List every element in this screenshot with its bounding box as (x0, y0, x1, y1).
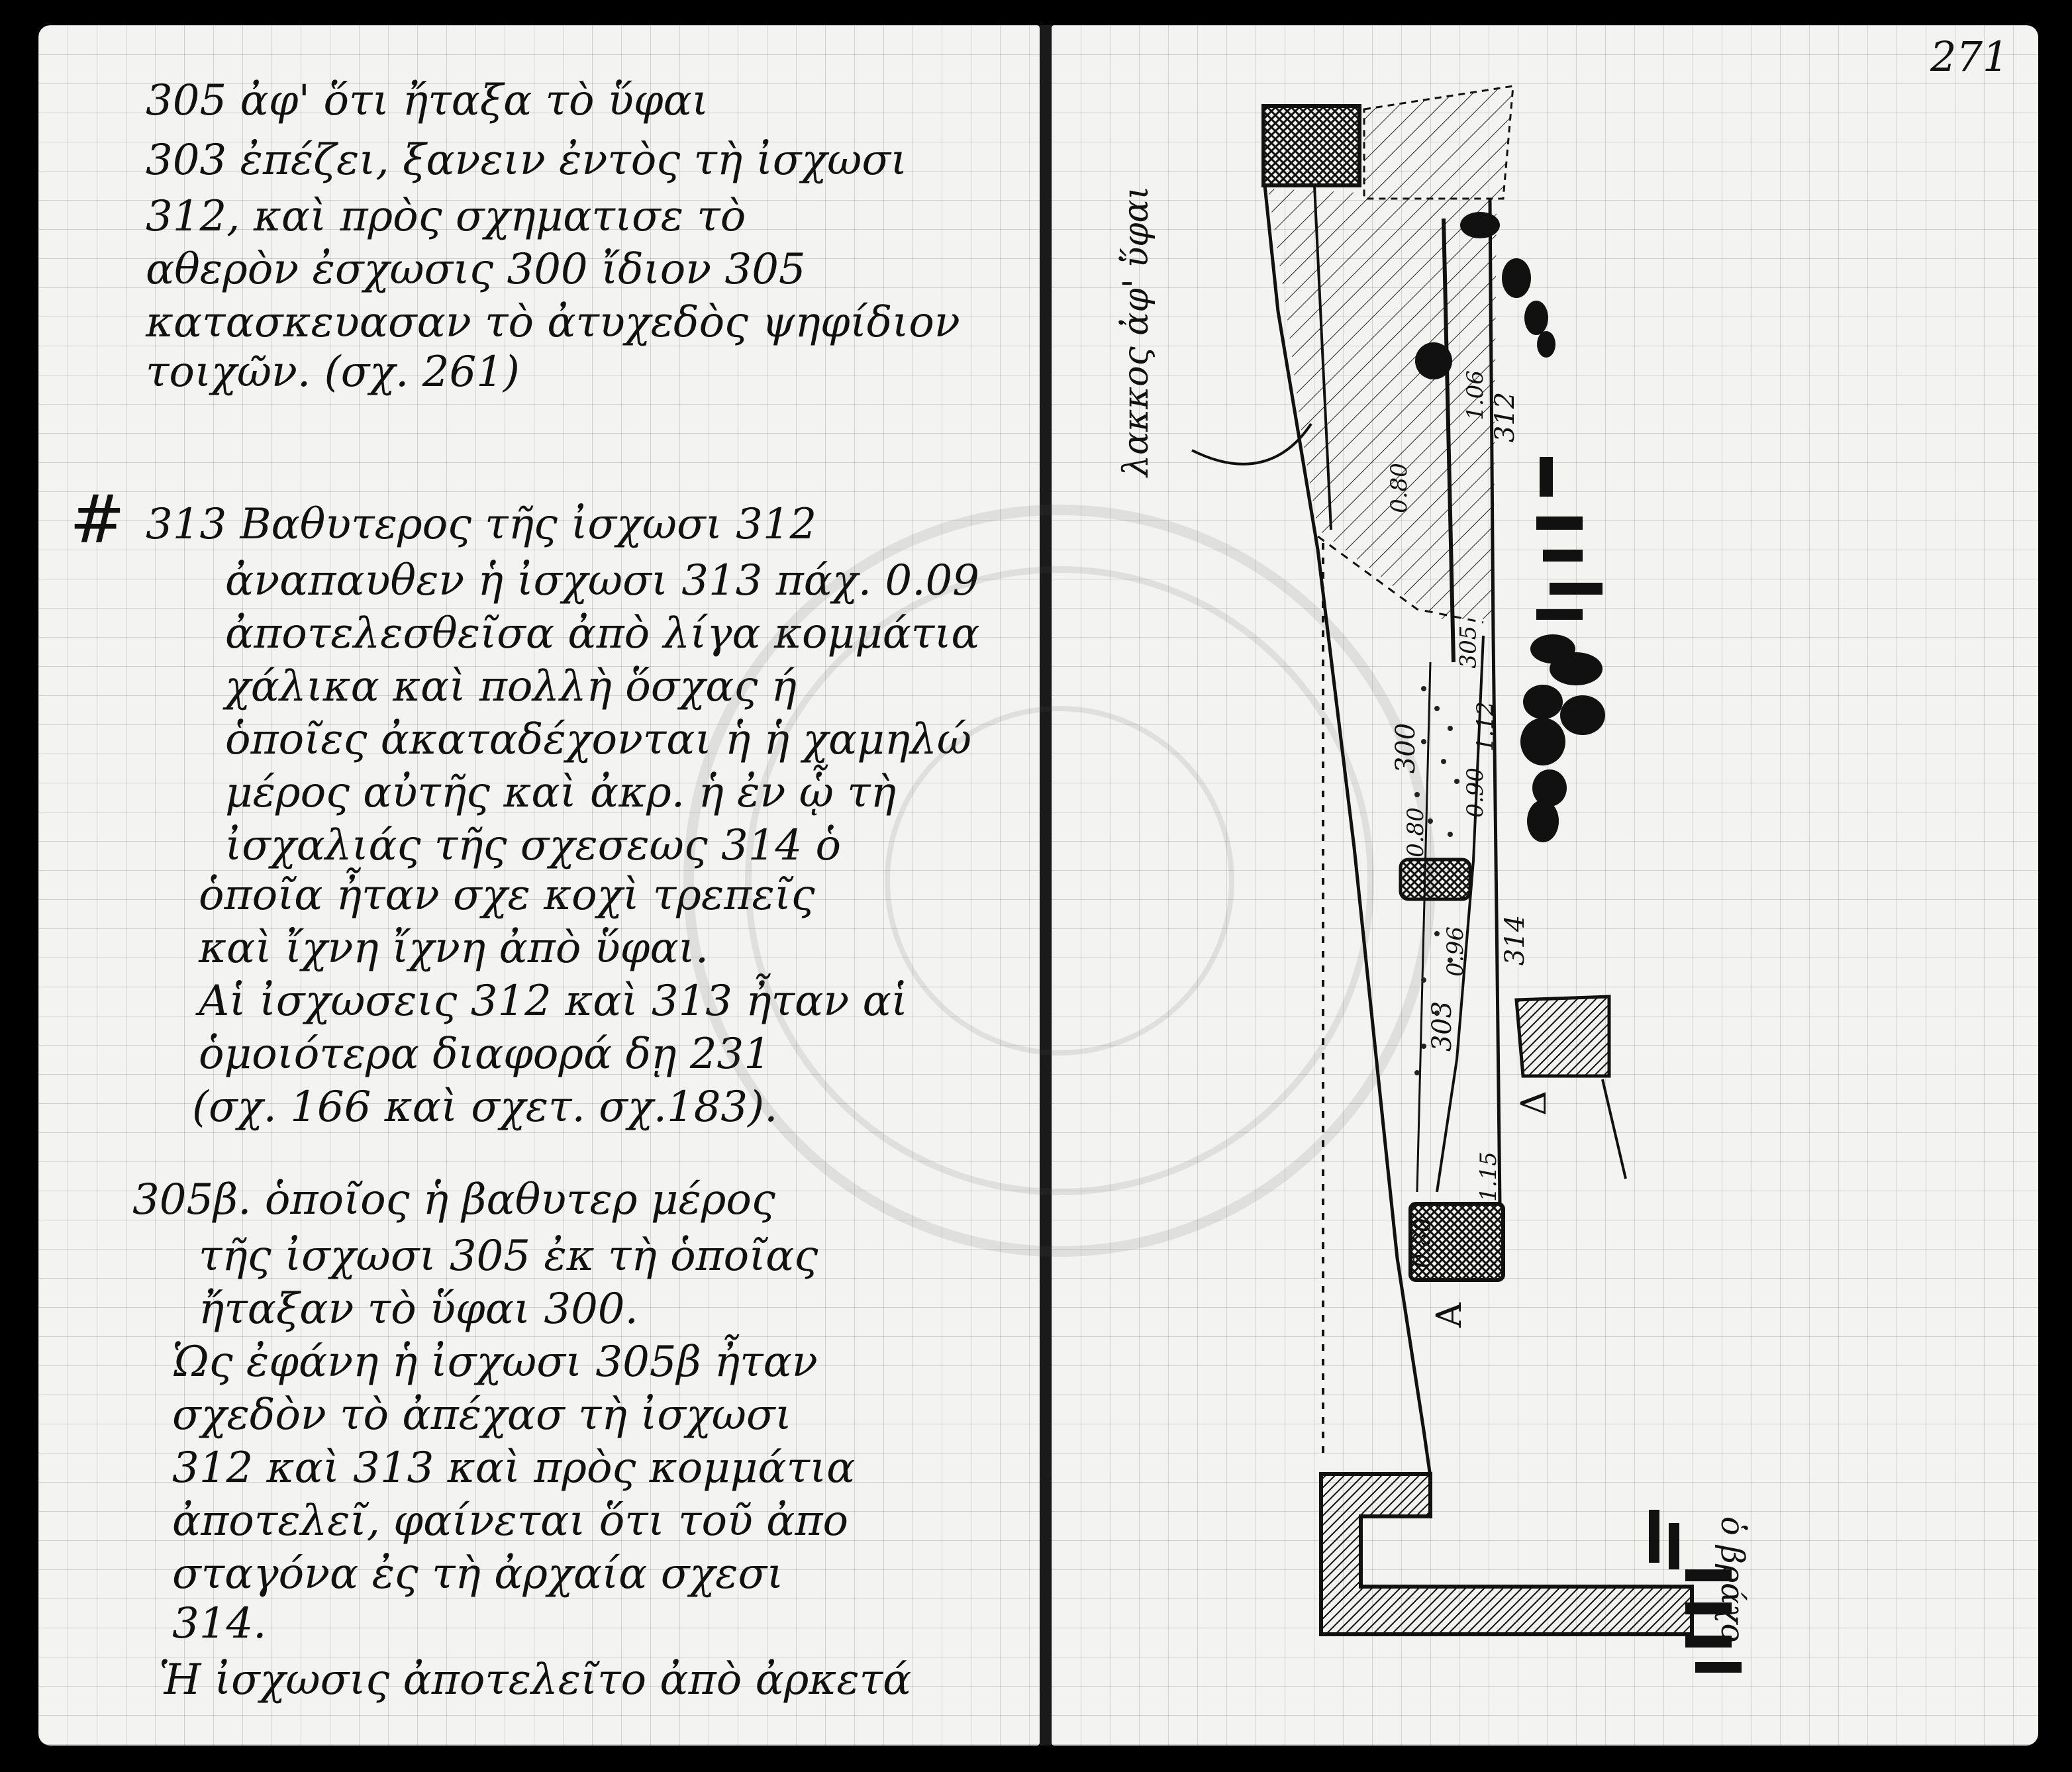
depth-label: 1.06 (1461, 370, 1489, 420)
text-line: ἤταξαν τὸ ὕφαι 300. (199, 1285, 638, 1334)
text-line: σταγόνα ἐς τὴ ἀρχαία σχεσι (172, 1550, 784, 1599)
marker-A: A (1429, 1303, 1469, 1328)
hatched-area-top (1363, 85, 1514, 200)
locus-label: 303 (1427, 1001, 1458, 1052)
dotted-fill (1414, 686, 1459, 1075)
text-line: ὁποῖες ἀκαταδέχονται ἡ ἡ χαμηλώ (225, 715, 971, 764)
depth-label: 0.80 (1385, 463, 1412, 513)
text-line: αθερὸν ἐσχωσις 300 ἴδιον 305 (146, 245, 806, 294)
text-line: 303 ἐπέζει, ξανειν ἐντὸς τὴ ἰσχωσι (146, 136, 908, 185)
hatched-fill-main (1268, 189, 1497, 619)
depth-label: 0.80 (1402, 807, 1429, 858)
hatched-block-delta (1514, 995, 1611, 1078)
text-line: 305 ἀφ' ὅτι ἤταξα τὸ ὕφαι (146, 76, 709, 125)
text-line: ἀναπαυθεν ἡ ἰσχωσι 313 πάχ. 0.09 (225, 556, 979, 605)
text-line: σχεδὸν τὸ ἀπέχασ τὴ ἰσχωσι (172, 1391, 792, 1440)
delta-line (1601, 1079, 1627, 1179)
text-line: 314. (172, 1599, 267, 1648)
text-line: ἀποτελεῖ, φαίνεται ὅτι τοῦ ἀπο (172, 1497, 849, 1546)
text-line: κατασκευασαν τὸ ἀτυχεδὸς ψηφίδιον (146, 298, 960, 347)
locus-label: 314 (1500, 914, 1531, 966)
text-line: μέρος αὐτῆς καὶ ἀκρ. ἡ ἐν ᾧ τὴ (225, 768, 897, 817)
block-A (1408, 1202, 1505, 1282)
locus-label: 300 (1391, 722, 1422, 774)
stone-stack-bottom (1649, 1510, 1742, 1673)
seal-watermark (683, 505, 1436, 1257)
text-line: ἰσχαλιάς τῆς σχεσεως 314 ὁ (225, 821, 842, 870)
depth-label: 0.96 (1442, 926, 1469, 977)
wall-block-top (1261, 104, 1361, 187)
trench-outline (1263, 185, 1432, 1477)
hatched-block-303 (1399, 858, 1472, 901)
depth-label: 0.90 (1461, 767, 1489, 818)
locus-label: 305 (1455, 625, 1482, 669)
text-line: καὶ ἴχνη ἴχνη ἀπὸ ὕφαι. (199, 924, 709, 973)
left-notebook-page (38, 25, 1040, 1746)
wall-bottom (1319, 1472, 1694, 1636)
annotation-arrow (1191, 422, 1312, 466)
depth-label: 1.12 (1471, 701, 1499, 752)
text-line: 312 καὶ 313 καὶ πρὸς κομμάτια (172, 1444, 856, 1493)
depth-label: 0.80 (1408, 1218, 1436, 1268)
depth-label: 1.15 (1475, 1152, 1502, 1202)
text-line: ὁποῖα ἦταν σχε κοχὶ τρεπεῖς (199, 871, 815, 920)
text-line: 312, καὶ πρὸς σχηματισε τὸ (146, 192, 746, 241)
dashed-boundary (1317, 535, 1484, 624)
text-line: 313 Βαθυτερος τῆς ἰσχωσι 312 (146, 500, 817, 549)
text-line: ὁμοιότερα διαφορά δῃ 231 (199, 1030, 771, 1079)
text-line: τῆς ἰσχωσι 305 ἐκ τὴ ὁποῖας (199, 1232, 818, 1281)
trench-right-line (1488, 198, 1502, 1206)
vertical-annotation-bedrock: ὁ βράχο (1714, 1516, 1751, 1643)
wall-312-line (1442, 218, 1455, 663)
inner-sloping-line (1436, 635, 1485, 1193)
text-line: Ὡς ἐφάνη ἡ ἰσχωσι 305β ἦταν (172, 1338, 818, 1387)
text-line: Αἱ ἰσχωσεις 312 καὶ 313 ἦταν αἱ (199, 977, 908, 1026)
notebook-gutter (1040, 25, 1052, 1746)
vertical-annotation-text: λακκος ἀφ' ὕφαι (1116, 185, 1156, 477)
text-line: χάλικα καὶ πολλὴ ὅσχας ή (225, 662, 797, 711)
hash-marker: # (70, 481, 125, 558)
stone-row (1460, 212, 1605, 842)
text-line: 305β. ὁποῖος ἡ βαθυτερ μέρος (132, 1175, 775, 1224)
trench-inner-line (1313, 185, 1332, 530)
marker-delta: Δ (1514, 1091, 1554, 1116)
locus-label: 312 (1490, 391, 1521, 443)
text-line: (σχ. 166 καὶ σχετ. σχ.183). (192, 1083, 778, 1132)
text-line: ἀποτελεσθεῖσα ἀπὸ λίγα κομμάτια (225, 609, 980, 658)
stone-marker (1415, 342, 1452, 379)
vertical-annotation-top: λακκος ἀφ' ὕφαι (1116, 186, 1410, 511)
vertical-annotation-bottom: ὁ βράχο (1714, 1516, 1875, 1643)
inner-sloping-line-2 (1416, 662, 1432, 1193)
page-number: 271 (1930, 32, 2009, 81)
text-line: τοιχῶν. (σχ. 261) (146, 348, 520, 397)
text-line: Ἡ ἰσχωσις ἀποτελεῖτο ἀπὸ ἀρκετά (159, 1655, 912, 1704)
